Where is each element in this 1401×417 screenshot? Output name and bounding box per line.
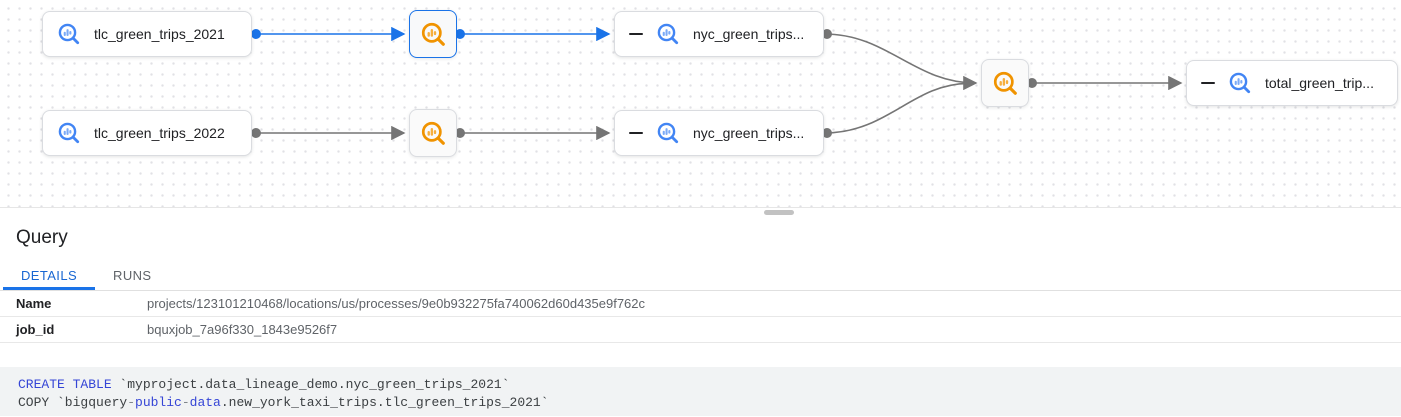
bigquery-table-icon — [658, 123, 677, 142]
bigquery-table-icon — [1230, 73, 1249, 92]
edge-port-dot — [455, 29, 465, 39]
sql-query-block: CREATE TABLE `myproject.data_lineage_dem… — [0, 366, 1401, 416]
details-table: Name projects/123101210468/locations/us/… — [0, 291, 1401, 343]
collapse-icon[interactable] — [629, 33, 643, 35]
bigquery-process-icon — [422, 23, 443, 44]
sql-token: public — [135, 394, 182, 410]
table-node-label: nyc_green_trips... — [693, 125, 805, 141]
table-node-label: tlc_green_trips_2022 — [94, 125, 225, 141]
bigquery-table-icon — [59, 123, 78, 142]
panel-resize-handle[interactable] — [764, 210, 794, 215]
sql-token: - — [181, 394, 190, 410]
edge-port-dot — [822, 29, 832, 39]
detail-label: Name — [16, 295, 52, 311]
edge-nyc2-to-process3 — [823, 82, 969, 134]
bigquery-table-icon — [59, 24, 78, 43]
detail-label: job_id — [16, 321, 55, 337]
table-node-label: total_green_trip... — [1265, 75, 1374, 91]
process-node-query[interactable] — [409, 109, 457, 157]
bigquery-process-icon — [422, 122, 443, 143]
collapse-icon[interactable] — [1201, 82, 1215, 84]
sql-token: - — [127, 394, 136, 410]
table-node-label: tlc_green_trips_2021 — [94, 26, 225, 42]
panel-header: Query — [0, 208, 1401, 262]
bigquery-process-icon — [994, 72, 1015, 93]
edge-port-dot — [455, 128, 465, 138]
table-node-label: nyc_green_trips... — [693, 26, 805, 42]
table-node-nyc-green-trips-2[interactable]: nyc_green_trips... — [614, 110, 824, 156]
table-node-tlc-green-trips-2022[interactable]: tlc_green_trips_2022 — [42, 110, 252, 156]
sql-token: COPY `bigquery — [18, 394, 128, 410]
sql-token: CREATE TABLE — [18, 376, 112, 392]
details-panel: Query DETAILS RUNS Name projects/1231012… — [0, 208, 1401, 416]
detail-row-name: Name projects/123101210468/locations/us/… — [0, 291, 1401, 317]
detail-value: bquxjob_7a96f330_1843e9526f7 — [147, 321, 338, 337]
edge-port-dot — [251, 128, 261, 138]
collapse-icon[interactable] — [629, 132, 643, 134]
lineage-edges — [251, 26, 1183, 141]
process-node-query-selected[interactable] — [409, 10, 457, 58]
table-node-total-green-trips[interactable]: total_green_trip... — [1186, 60, 1398, 106]
edge-port-dot — [1027, 78, 1037, 88]
sql-token: `myproject.data_lineage_demo.nyc_green_t… — [111, 376, 510, 392]
tab-details[interactable]: DETAILS — [3, 262, 95, 290]
sql-token: data — [189, 394, 221, 410]
bigquery-table-icon — [658, 24, 677, 43]
process-node-query-merge[interactable] — [981, 59, 1029, 107]
table-node-nyc-green-trips-1[interactable]: nyc_green_trips... — [614, 11, 824, 57]
edge-port-dot — [822, 128, 832, 138]
table-node-tlc-green-trips-2021[interactable]: tlc_green_trips_2021 — [42, 11, 252, 57]
edge-nyc1-to-process3 — [823, 33, 978, 91]
detail-value: projects/123101210468/locations/us/proce… — [147, 295, 646, 311]
tab-runs[interactable]: RUNS — [113, 268, 152, 284]
detail-row-job-id: job_id bquxjob_7a96f330_1843e9526f7 — [0, 317, 1401, 343]
panel-title: Query — [16, 227, 68, 248]
edge-port-dot — [251, 29, 261, 39]
tab-bar: DETAILS RUNS — [0, 262, 1401, 291]
lineage-graph-canvas[interactable]: tlc_green_trips_2021 tlc_green_trips_202… — [0, 0, 1401, 208]
sql-token: .new_york_taxi_trips.tlc_green_trips_202… — [220, 394, 549, 410]
